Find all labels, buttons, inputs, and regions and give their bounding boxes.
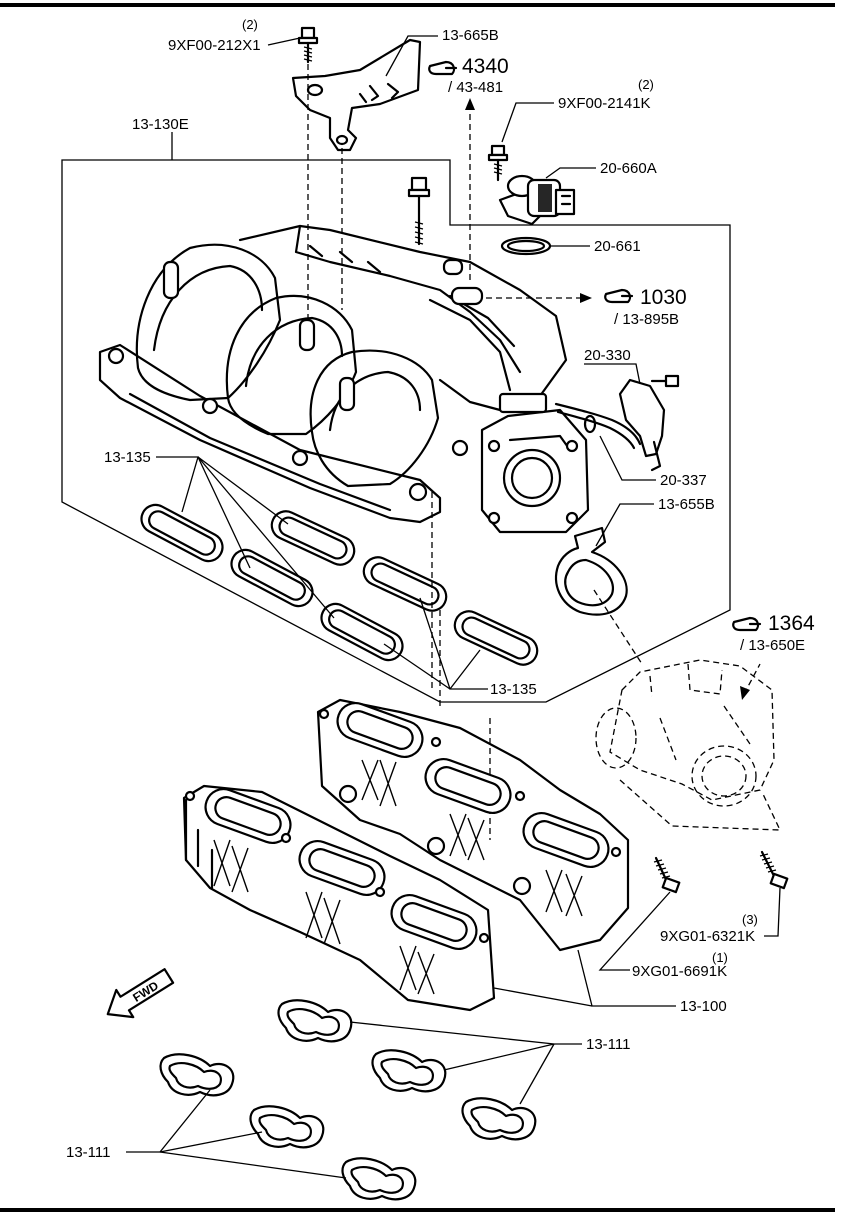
gasket-13-111-set	[159, 999, 537, 1201]
leader-13-111-left-c	[159, 1151, 347, 1179]
label-20-660a: 20-660A	[600, 160, 657, 177]
sensor-20-660a	[498, 174, 576, 226]
leader-13-665b	[385, 35, 438, 77]
label-13-111-left: 13-111	[66, 1144, 111, 1161]
bracket-20-330	[618, 374, 680, 472]
gasket-655b-axis	[593, 589, 643, 665]
hose-20-337	[554, 402, 642, 450]
label-13-665b: 13-665B	[442, 27, 499, 44]
leader-13-135-upper-c	[197, 456, 289, 525]
bolt-9xf00-2141k	[487, 144, 509, 182]
forward-direction-arrow: FWD	[106, 968, 175, 1019]
ref-1030: 1030	[640, 286, 687, 309]
bracket-13-665b	[291, 38, 422, 152]
label-13-130e: 13-130E	[132, 116, 189, 133]
manifold-stud-bolt	[407, 176, 431, 246]
label-9xf00-2141k: 9XF00-2141K	[558, 95, 651, 112]
bolt-9xg01-6691k	[653, 856, 681, 894]
leader-20-330	[584, 363, 641, 385]
leader-13-111-left-b	[159, 1131, 263, 1153]
bolt-9xg01-6321k	[759, 850, 789, 890]
qty-9xg01-6691k: (1)	[712, 950, 728, 965]
leader-9xf00-212x1	[267, 37, 301, 46]
upper-manifold-group-outline	[61, 159, 731, 703]
leader-9xf00-2141k	[501, 102, 554, 143]
gasket-13-135-set	[140, 503, 539, 666]
leader-13-135-upper-b	[197, 456, 251, 569]
leader-9xg01-6321k	[764, 887, 781, 937]
leader-13-135-upper-d	[197, 456, 335, 619]
label-20-330: 20-330	[584, 347, 631, 364]
label-20-337: 20-337	[660, 472, 707, 489]
leader-13-135-lower-c	[383, 643, 451, 690]
leader-13-655b	[595, 503, 654, 547]
label-13-135-lower: 13-135	[490, 681, 537, 698]
leader-13-135-upper	[156, 456, 199, 513]
gasket-20-661	[500, 236, 552, 256]
qty-9xf00-212x1: (2)	[242, 17, 258, 32]
label-13-100: 13-100	[680, 998, 727, 1015]
ref-1364-sub: / 13-650E	[740, 637, 806, 654]
label-20-661: 20-661	[594, 238, 641, 255]
ref-4340-sub: / 43-481	[448, 79, 504, 96]
leader-9xg01-6691k	[598, 891, 671, 971]
leader-20-660a	[545, 167, 596, 179]
label-9xg01-6321k: 9XG01-6321K	[660, 928, 756, 945]
reference-hand-icon-1364	[732, 616, 762, 632]
leader-13-135-lower-b	[449, 649, 481, 690]
qty-9xg01-6321k: (3)	[742, 912, 758, 927]
leader-20-337	[599, 435, 656, 481]
label-13-111-right: 13-111	[586, 1036, 631, 1053]
leader-13-111-left	[126, 1089, 211, 1153]
label-13-655b: 13-655B	[658, 496, 715, 513]
reference-hand-icon-1030	[604, 288, 634, 304]
ref-1030-sub: / 13-895B	[614, 311, 680, 328]
ref-4340: 4340	[462, 55, 509, 78]
bolt-9xf00-212x1	[297, 26, 319, 64]
reference-hand-icon-4340	[428, 60, 458, 76]
label-13-135-upper: 13-135	[104, 449, 151, 466]
throttle-body-ref-1364	[595, 659, 782, 831]
label-9xf00-212x1: 9XF00-212X1	[168, 37, 261, 54]
leader-13-100-b	[493, 987, 593, 1007]
ref-1364: 1364	[768, 612, 815, 635]
leader-13-111-right	[349, 1021, 582, 1045]
gasket-13-655b	[554, 526, 628, 616]
leader-13-111-right-c	[519, 1043, 555, 1105]
label-9xg01-6691k: 9XG01-6691K	[632, 963, 728, 980]
qty-9xf00-2141k: (2)	[638, 77, 654, 92]
leader-13-111-right-b	[443, 1043, 555, 1071]
upper-intake-manifold	[98, 224, 590, 534]
lower-intake-manifold-13-100	[182, 698, 630, 1012]
